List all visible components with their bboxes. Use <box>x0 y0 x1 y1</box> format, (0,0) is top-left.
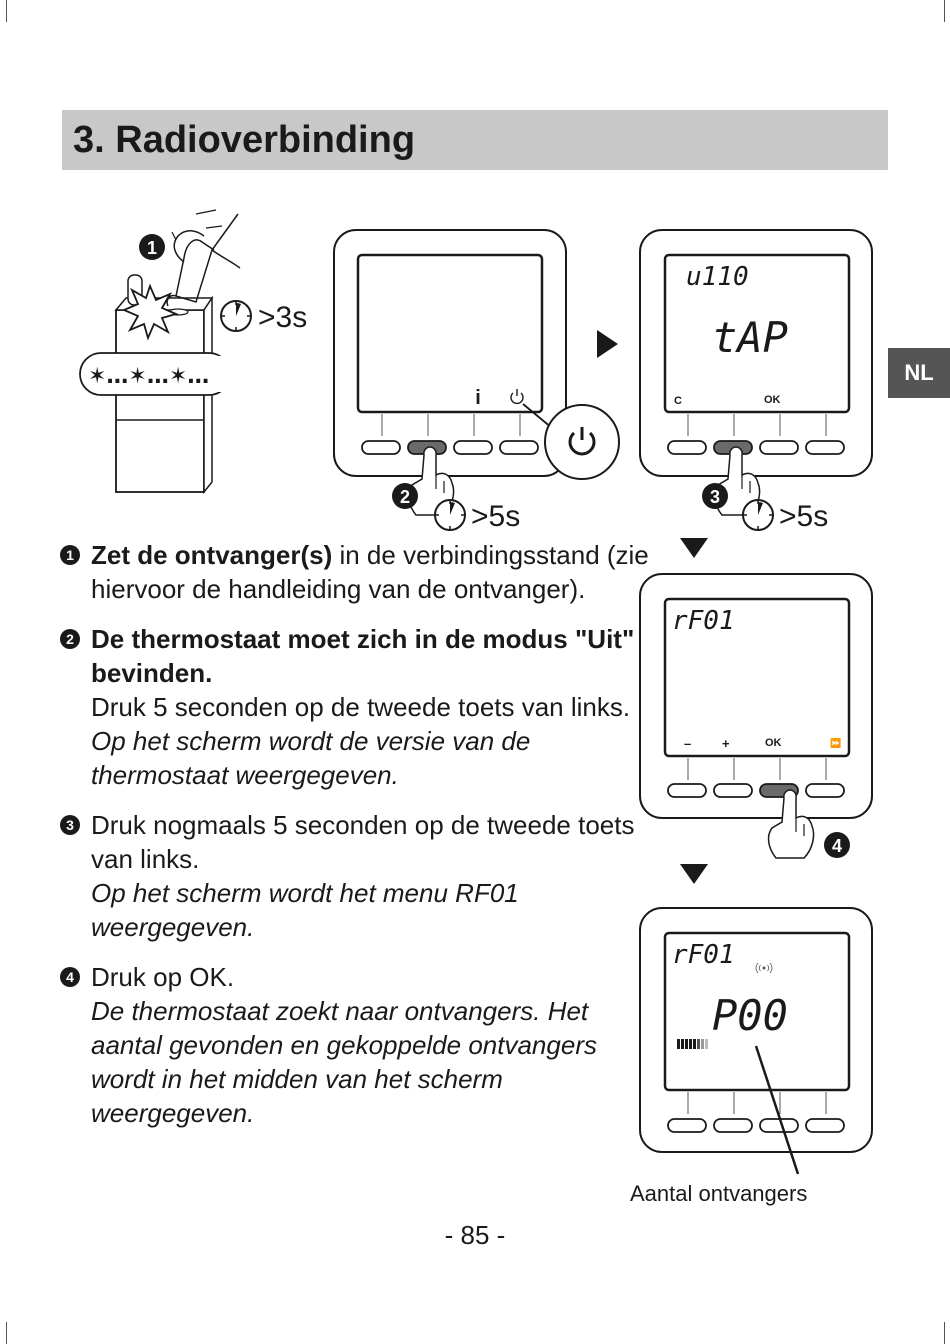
step-italic-text: Op het scherm wordt het menu RF01 weerge… <box>91 878 519 942</box>
step-marker-1: 1 <box>139 234 165 260</box>
info-button-label: i <box>475 387 481 409</box>
minus-button-label: – <box>684 736 691 751</box>
receiver-blink-banner: ✶…✶…✶… <box>79 352 244 396</box>
section-title: 3. Radioverbinding <box>73 119 416 161</box>
step-2: 2 De thermostaat moet zich in de modus "… <box>60 622 650 792</box>
power-icon <box>510 389 524 405</box>
radio-signal-icon <box>755 962 773 974</box>
step-text: Druk op OK. <box>91 962 235 992</box>
fast-forward-icon: ⏩ <box>830 737 841 748</box>
step-4: 4 Druk op OK. De thermostaat zoekt naar … <box>60 960 650 1130</box>
timer-3: >5s <box>742 499 828 533</box>
callout-line <box>754 1045 800 1175</box>
ok-button-label: OK <box>765 737 782 749</box>
svg-text:3: 3 <box>710 487 720 507</box>
lcd-top-text: rF01 <box>672 606 735 636</box>
timer-1-label: >3s <box>258 301 307 334</box>
step-italic-text: De thermostaat zoekt naar ontvangers. He… <box>91 996 597 1128</box>
step-number: 4 <box>60 967 80 987</box>
crop-mark <box>944 1322 945 1344</box>
crop-mark <box>944 0 945 22</box>
thermostat-rf01-screen: rF01 – + OK ⏩ <box>639 573 873 859</box>
blink-pattern-text: ✶…✶…✶… <box>88 364 209 389</box>
lcd-top-text: rF01 <box>672 940 735 970</box>
svg-text:1: 1 <box>147 238 157 258</box>
step-bold-text: Zet de ontvanger(s) <box>91 540 333 570</box>
timer-2-label: >5s <box>471 500 520 533</box>
thermostat-receivers-screen: rF01 P00 <box>639 907 873 1175</box>
page-number: - 85 - <box>444 1220 506 1250</box>
thermostat-version-screen: u110 tAP C OK <box>639 229 873 516</box>
step-bold-text: De thermostaat moet zich in de modus "Ui… <box>91 624 635 688</box>
step-text: in de verbindingsstand (zie hiervoor de … <box>91 540 649 604</box>
step-text: Druk nogmaals 5 seconden op de tweede to… <box>91 810 635 874</box>
c-button-label: C <box>674 395 682 407</box>
language-tab: NL <box>888 348 950 398</box>
step-text: Druk 5 seconden op de tweede toets van l… <box>91 692 631 722</box>
receivers-count-caption: Aantal ontvangers <box>630 1181 808 1206</box>
step-number: 3 <box>60 815 80 835</box>
timer-1: >3s <box>220 300 307 334</box>
power-icon-magnified <box>568 427 596 456</box>
lcd-main-text: tAP <box>712 313 788 362</box>
thermostat-off-screen: i <box>333 229 620 516</box>
step-marker-4: 4 <box>824 832 850 858</box>
timer-icon <box>220 300 252 332</box>
step-number: 1 <box>60 545 80 565</box>
timer-icon <box>742 499 774 531</box>
crop-mark <box>6 0 7 22</box>
burst-icon <box>121 283 179 341</box>
svg-text:4: 4 <box>832 836 842 856</box>
search-progress-bar <box>677 1039 708 1049</box>
crop-mark <box>6 1322 7 1344</box>
section-title-bar: 3. Radioverbinding <box>62 110 888 170</box>
lcd-top-text: u110 <box>686 262 749 292</box>
receiver-illustration <box>114 274 214 495</box>
step-1: 1 Zet de ontvanger(s) in de verbindingss… <box>60 538 650 606</box>
timer-2: >5s <box>434 499 520 533</box>
step-marker-3: 3 <box>702 483 728 509</box>
step-number: 2 <box>60 629 80 649</box>
hand-pressing-icon <box>166 209 241 307</box>
instruction-list: 1 Zet de ontvanger(s) in de verbindingss… <box>60 538 650 1146</box>
arrow-down-icon <box>680 538 708 558</box>
step-italic-text: Op het scherm wordt de versie van de the… <box>91 726 531 790</box>
step-3: 3 Druk nogmaals 5 seconden op de tweede … <box>60 808 650 944</box>
step-marker-2: 2 <box>392 483 418 509</box>
timer-icon <box>434 499 466 531</box>
svg-text:2: 2 <box>400 487 410 507</box>
arrow-down-icon <box>680 864 708 884</box>
arrow-right-icon <box>597 330 618 358</box>
plus-button-label: + <box>722 736 730 751</box>
timer-3-label: >5s <box>779 500 828 533</box>
lcd-main-text: P00 <box>712 991 788 1040</box>
ok-button-label: OK <box>764 394 781 406</box>
